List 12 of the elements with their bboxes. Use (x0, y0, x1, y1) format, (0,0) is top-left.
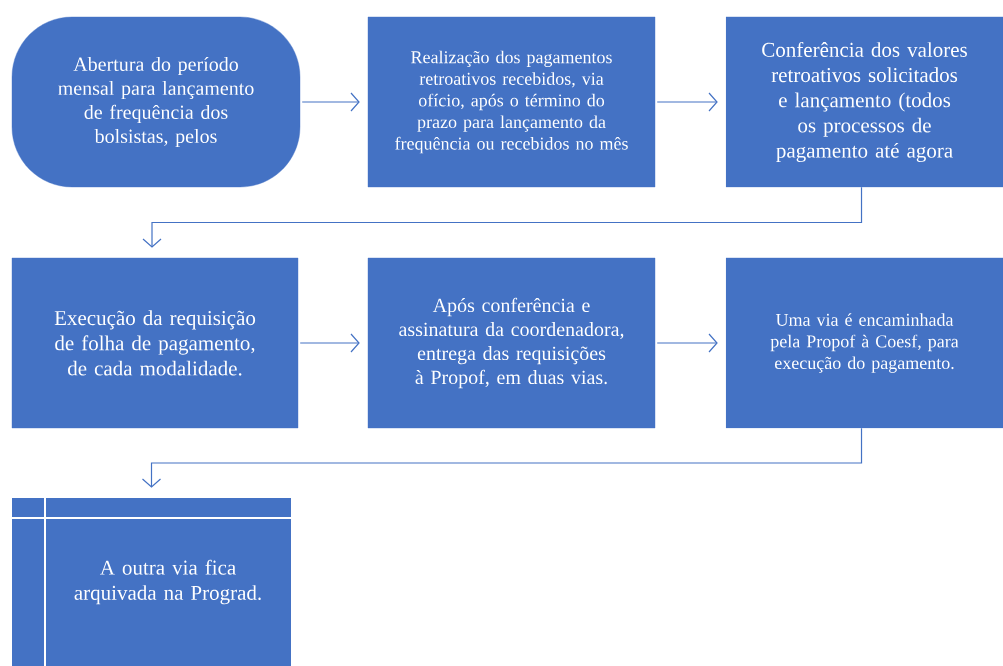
process-box: Uma via é encaminhada pela Propof à Coesf, para execução do pagamento. (725, 257, 1003, 429)
process-box: Execução da requisição de folha de pagamento, de cada modalidade. (11, 257, 299, 429)
arrow (656, 333, 718, 353)
process-box: Realização dos pagamentos retroativos recebidos, via ofício, após o término do prazo para lançamento da frequência ou recebidos no mês (367, 16, 656, 188)
arrow (656, 92, 718, 112)
process-box: Após conferência e assinatura da coordenadora, entrega das requisições à Propof, em duas vias. (367, 257, 656, 429)
arrow (299, 333, 360, 353)
arrow (301, 92, 360, 112)
internal-storage-box: A outra via fica arquivada na Prograd. (11, 497, 292, 666)
arrow (141, 427, 863, 488)
process-box: Conferência dos valores retroativos solicitados e lançamento (todos os processos de pagamento até agora (725, 16, 1003, 188)
arrow (142, 186, 863, 248)
